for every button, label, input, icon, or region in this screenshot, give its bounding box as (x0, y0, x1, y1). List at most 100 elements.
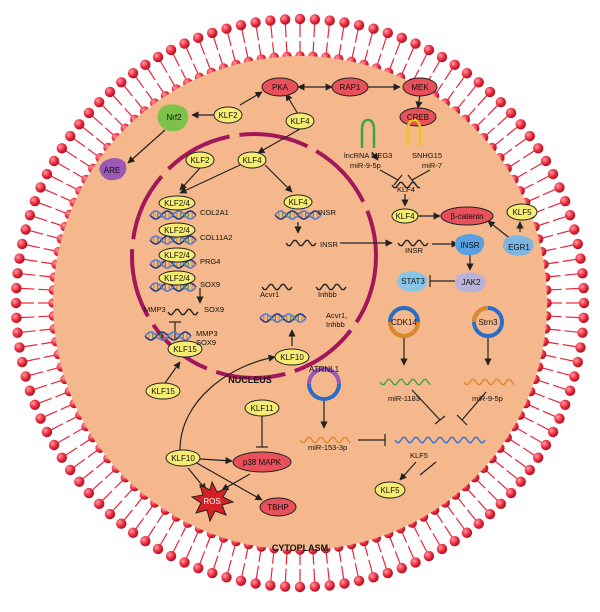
lipid (152, 51, 182, 94)
edge-p38-ros (221, 473, 251, 491)
klf5-top-label: KLF5 (512, 208, 532, 217)
edge-klf2-klf24 (179, 167, 201, 191)
klf4-nuc-label: KLF4 (242, 156, 262, 165)
lipid (265, 15, 279, 63)
pka-node (261, 77, 299, 97)
are-label: ARE (104, 166, 120, 175)
mir-7-label: miR-7 (422, 161, 442, 170)
lipid (235, 20, 254, 67)
edge-klf10-p38 (199, 457, 233, 465)
snhg15-label: SNHG15 (412, 151, 442, 160)
lipid (48, 155, 91, 185)
mir-9-5p-bottom-label: miR-9-5p (472, 394, 503, 403)
lipid (152, 512, 182, 555)
lipid (515, 410, 559, 438)
lipid (17, 238, 64, 257)
col11a2-label: COL11A2 (200, 233, 232, 242)
klf24-c-node (158, 247, 196, 263)
lipid (333, 542, 350, 589)
tbhp-node (259, 497, 297, 517)
beta-catenin-node (440, 206, 494, 226)
edge-klf4-klf24 (179, 164, 241, 194)
edge-lnc-mir (371, 151, 379, 161)
mrna-strand (261, 283, 293, 291)
atrnl1-label: ATRNL1 (309, 365, 340, 374)
lipid (495, 130, 535, 163)
lncrna-meg3-label: lncRNA MEG3 (344, 151, 392, 160)
klf2-top-label: KLF2 (218, 111, 238, 120)
lipid (11, 282, 59, 295)
lipid (140, 505, 171, 547)
lipid (65, 443, 105, 476)
lipid (515, 168, 559, 196)
lipid (539, 253, 586, 270)
jak2-label: JAK2 (461, 278, 481, 287)
lipid (294, 13, 306, 61)
nrf2-label: Nrf2 (166, 113, 182, 122)
insr-mrna-label: INSR (320, 240, 339, 249)
lipid (509, 421, 552, 451)
edge-klf4-klf4insr (264, 164, 293, 193)
lipid (20, 362, 67, 382)
lipid (65, 130, 105, 163)
lipid (104, 481, 140, 520)
lipid (207, 533, 229, 579)
lipid (536, 238, 583, 257)
lipid (221, 536, 241, 583)
inhbb-label: Inhbb (318, 290, 337, 299)
lipid (440, 498, 473, 538)
mek-label: MEK (411, 83, 429, 92)
mrna-strand (397, 239, 429, 247)
lipid (450, 490, 484, 529)
pka-label: PKA (272, 83, 289, 92)
mrna-strand (167, 308, 199, 316)
lipid (502, 432, 544, 463)
p38-node (232, 451, 292, 473)
dna-helix (144, 331, 192, 341)
lipid (495, 443, 535, 476)
edge-klf10-in (179, 354, 276, 451)
yellow-nodes (145, 106, 538, 499)
egr1-label: EGR1 (508, 243, 530, 252)
lipid (14, 253, 61, 270)
lipid (116, 77, 150, 116)
klf2-nuc-node (185, 151, 215, 169)
klf24-a-label: KLF2/4 (164, 199, 190, 208)
lipid (429, 505, 460, 547)
klf5-bottom-label: KLF5 (380, 486, 400, 495)
klf4-insr-node (283, 194, 313, 210)
lipid (165, 44, 193, 88)
klf4-mid-node (391, 208, 419, 224)
mir-9-5p-top-label: miR-9-5p (350, 161, 381, 170)
lipid (359, 536, 379, 583)
klf15-out-label: KLF15 (151, 387, 175, 396)
ros-burst (190, 480, 235, 523)
lipid (83, 107, 122, 143)
edge-nrf2-are (127, 129, 166, 164)
lipid (460, 86, 496, 125)
lipid (346, 539, 365, 586)
lipid (140, 59, 171, 101)
klf5-mrna-label: KLF5 (410, 451, 428, 460)
klf5-top-node (506, 203, 538, 221)
cytoplasm-label: CYTOPLASM (272, 543, 328, 553)
lipid (502, 143, 544, 174)
insr-rec-label: INSR (460, 241, 479, 250)
text-labels: PKA RAP1 MEK CREB KLF2 KLF4 Nrf2 ARE KLF… (104, 83, 532, 553)
mrna-symbols (167, 181, 515, 444)
lipid (104, 86, 140, 125)
lipid (407, 518, 435, 562)
mrna-strand (394, 436, 486, 444)
lipid (279, 14, 292, 62)
klf2-nuc-label: KLF2 (190, 156, 210, 165)
lipid (17, 349, 64, 368)
lipid (487, 453, 526, 487)
lipid (74, 119, 113, 153)
lipid (41, 168, 85, 196)
lipid (250, 542, 267, 589)
klf15-nuc-label: KLF15 (173, 345, 197, 354)
lipid (536, 349, 583, 368)
lipid (541, 311, 589, 324)
lipid (41, 410, 85, 438)
lipid (533, 362, 580, 382)
